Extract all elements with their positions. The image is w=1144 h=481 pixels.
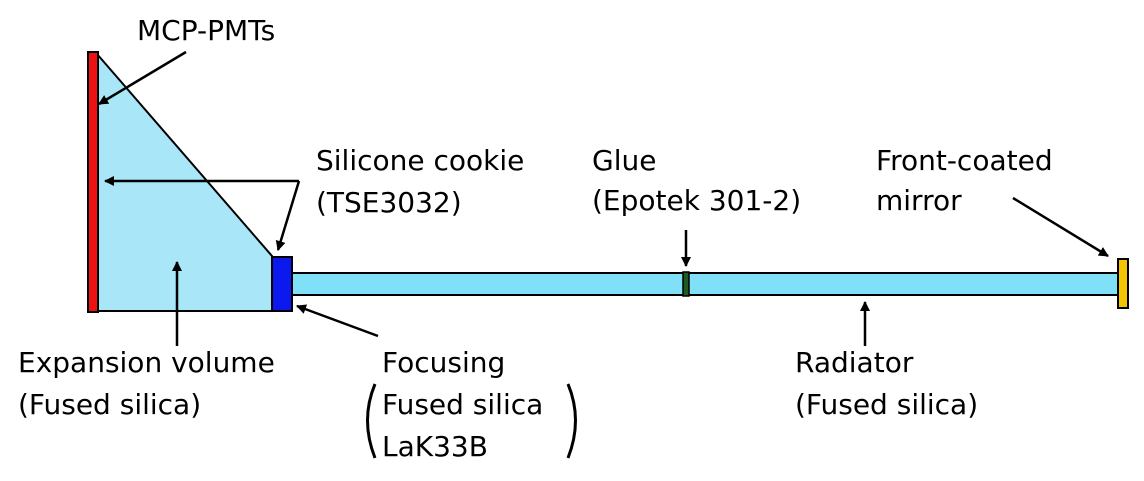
label-focusing-3: LaK33B bbox=[382, 430, 488, 463]
label-silicone-cookie-1: Silicone cookie bbox=[316, 144, 524, 177]
focusing-left-paren bbox=[366, 383, 377, 459]
arrow-mirror bbox=[1012, 196, 1109, 258]
label-focusing-1: Focusing bbox=[382, 346, 505, 379]
label-mcp-pmts: MCP-PMTs bbox=[137, 14, 275, 47]
arrow-mcp-pmts bbox=[98, 50, 187, 106]
label-mirror-1: Front-coated bbox=[876, 144, 1053, 177]
glue-joint bbox=[682, 271, 690, 297]
arrow-focusing bbox=[296, 304, 379, 338]
arrow-cookie-to-focusing bbox=[275, 180, 301, 251]
expansion-volume-shape bbox=[96, 51, 273, 312]
mirror-block bbox=[1117, 258, 1129, 309]
label-focusing-2: Fused silica bbox=[382, 388, 543, 421]
label-expansion-1: Expansion volume bbox=[18, 346, 275, 379]
radiator-bar bbox=[291, 272, 1119, 296]
mcp-pmt-bar bbox=[87, 51, 99, 313]
label-silicone-cookie-2: (TSE3032) bbox=[316, 186, 462, 219]
focusing-right-paren bbox=[566, 383, 577, 459]
label-glue-1: Glue bbox=[592, 144, 656, 177]
label-radiator-2: (Fused silica) bbox=[795, 388, 978, 421]
label-radiator-1: Radiator bbox=[795, 346, 914, 379]
label-expansion-2: (Fused silica) bbox=[18, 388, 201, 421]
focusing-block bbox=[271, 256, 293, 312]
label-mirror-2: mirror bbox=[876, 184, 962, 217]
label-glue-2: (Epotek 301-2) bbox=[592, 184, 801, 217]
